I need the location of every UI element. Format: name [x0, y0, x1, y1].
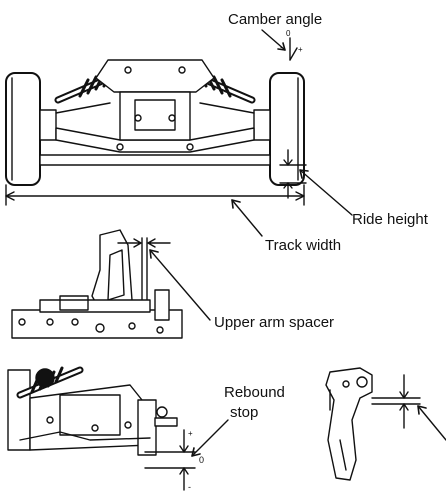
ride-height-label: Ride height: [352, 211, 428, 228]
ride-height-indicator: [279, 149, 353, 216]
left-wheel: [5, 72, 41, 186]
rebound-plus: +: [188, 429, 193, 438]
camber-angle-label: Camber angle: [228, 11, 323, 28]
side-view-upper-arm: [11, 229, 211, 339]
track-width-label: Track width: [265, 237, 342, 254]
rebound-zero: 0: [199, 455, 204, 465]
rebound-label: Rebound: [224, 384, 285, 401]
camber-plus: +: [298, 45, 303, 54]
camber-angle-indicator: 0 - +: [261, 29, 303, 61]
camber-zero: 0: [286, 29, 291, 38]
right-wheel: [269, 72, 305, 186]
rebound-minus: -: [188, 482, 191, 492]
track-width-dimension: [5, 184, 305, 237]
stop-label: stop: [230, 404, 259, 421]
front-view-chassis: [5, 59, 305, 186]
hub-carrier-detail: [325, 367, 446, 481]
side-view-rebound: + 0 -: [7, 366, 229, 492]
upper-arm-spacer-label: Upper arm spacer: [214, 314, 335, 331]
camber-minus: -: [280, 43, 283, 52]
